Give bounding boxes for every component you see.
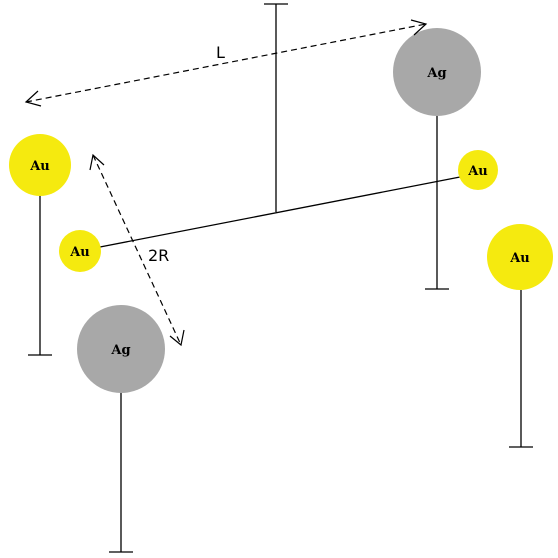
- diameter-label: 2R: [148, 246, 169, 265]
- sphere-au-right: [487, 224, 553, 290]
- sphere-label-ag-top-right: Ag: [426, 66, 446, 81]
- sphere-label-au-beam-right: Au: [467, 164, 488, 179]
- sphere-au-beam-left: [59, 230, 101, 272]
- diameter-arrowhead-bottom: [169, 329, 185, 347]
- sphere-label-ag-bottom-left: Ag: [110, 343, 130, 358]
- length-label: L: [216, 43, 225, 62]
- torsion-beam: [99, 176, 461, 248]
- sphere-label-au-beam-left: Au: [69, 245, 90, 260]
- sphere-ag-top-right: [393, 28, 481, 116]
- sphere-ag-bottom-left: [77, 305, 165, 393]
- length-arrowhead-left: [24, 90, 42, 107]
- diameter-dimension-line: [92, 154, 182, 346]
- sphere-label-au-top-left: Au: [29, 159, 50, 174]
- sphere-au-top-left: [9, 134, 71, 196]
- sphere-label-au-right: Au: [509, 251, 530, 266]
- diameter-arrowhead-top: [89, 153, 105, 171]
- sphere-au-beam-right: [458, 150, 498, 190]
- length-arrowhead-right: [410, 19, 428, 36]
- length-dimension-line: [25, 23, 427, 103]
